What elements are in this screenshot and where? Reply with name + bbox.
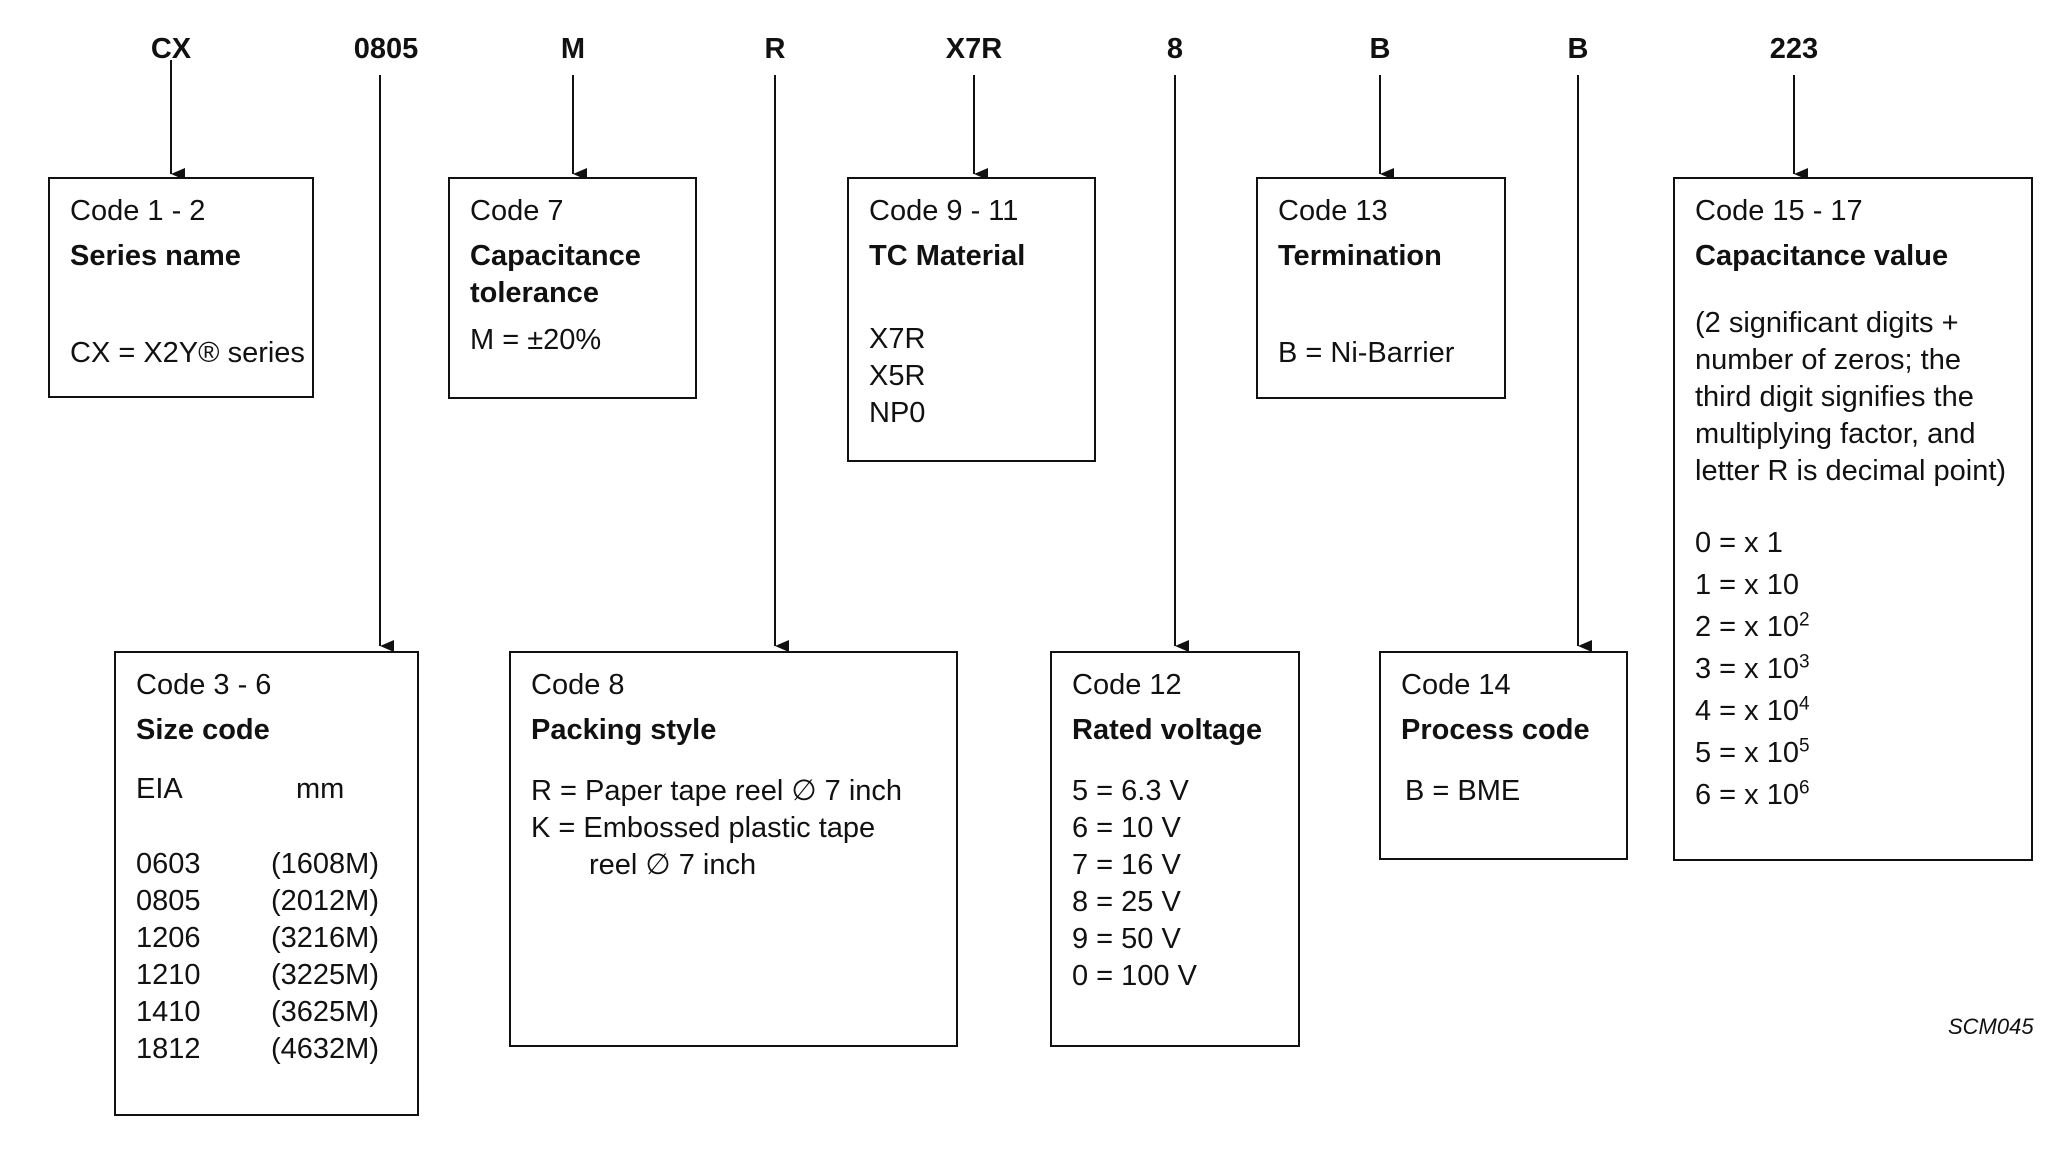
multiplier-line: 5 = x 105 [1695,735,1810,769]
box-title: Series name [70,240,241,272]
size-row: 1812(4632M) [136,1033,379,1065]
size-row: 0603(1608M) [136,848,379,880]
packing-style-box: Code 8 Packing style R = Paper tape reel… [509,651,958,1047]
box-code: Code 3 - 6 [136,669,272,701]
note-line: letter R is decimal point) [1695,455,2007,487]
box-line: M = ±20% [470,324,602,356]
multiplier-line: 4 = x 104 [1695,693,1810,727]
box-title: Size code [136,714,270,746]
box-line: B = BME [1405,775,1521,807]
code-label-8: 8 [1166,33,1184,65]
note-line: (2 significant digits + [1695,307,1959,339]
capacitance-value-box: Code 15 - 17 Capacitance value (2 signif… [1673,177,2033,861]
col-eia-header: EIA [136,773,183,805]
rated-voltage-box: Code 12 Rated voltage 5 = 6.3 V 6 = 10 V… [1050,651,1300,1047]
box-line: NP0 [869,397,926,429]
box-title: TC Material [869,240,1026,272]
termination-box: Code 13 Termination B = Ni-Barrier [1256,177,1506,399]
box-title: Termination [1278,240,1442,272]
box-line: 6 = 10 V [1072,812,1181,844]
multiplier-line: 3 = x 103 [1695,651,1810,685]
box-code: Code 9 - 11 [869,195,1019,227]
code-label-223: 223 [1769,33,1819,65]
process-code-box: Code 14 Process code B = BME [1379,651,1628,860]
note-line: third digit signifies the [1695,381,1974,413]
box-code: Code 7 [470,195,564,227]
box-line: 9 = 50 V [1072,923,1181,955]
box-line: X5R [869,360,926,392]
box-line: X7R [869,323,926,355]
box-line: B = Ni-Barrier [1278,337,1455,369]
box-code: Code 1 - 2 [70,195,206,227]
box-title: Process code [1401,714,1590,746]
figure-id: SCM045 [1948,1014,2034,1039]
note-line: multiplying factor, and [1695,418,1976,450]
box-line: 7 = 16 V [1072,849,1181,881]
multiplier-line: 1 = x 10 [1695,569,1799,601]
col-mm-header: mm [296,773,345,805]
note-line: number of zeros; the [1695,344,1961,376]
code-label-b-process: B [1567,33,1589,65]
box-line: K = Embossed plastic tape [531,812,876,844]
tc-material-box: Code 9 - 11 TC Material X7R X5R NP0 [847,177,1096,462]
box-line: 8 = 25 V [1072,886,1181,918]
code-label-0805: 0805 [353,33,419,65]
size-row: 0805(2012M) [136,885,379,917]
series-name-box: Code 1 - 2 Series name CX = X2Y® series [48,177,314,398]
box-code: Code 14 [1401,669,1511,701]
box-title: Capacitance [470,240,641,272]
size-row: 1206(3216M) [136,922,379,954]
size-header-row: EIA mm [136,771,397,808]
code-label-cx: CX [150,33,192,65]
code-label-x7r: X7R [945,33,1003,65]
box-code: Code 8 [531,669,625,701]
size-code-box: Code 3 - 6 Size code EIA mm 0603(1608M) … [114,651,419,1116]
multiplier-line: 6 = x 106 [1695,777,1810,811]
box-line: CX = X2Y® series [70,337,305,369]
box-title: Rated voltage [1072,714,1263,746]
box-line: 0 = 100 V [1072,960,1197,992]
box-code: Code 15 - 17 [1695,195,1863,227]
box-title: Packing style [531,714,717,746]
code-label-m: M [560,33,586,65]
box-line: R = Paper tape reel ∅ 7 inch [531,775,903,807]
size-row: 1410(3625M) [136,996,379,1028]
box-line: reel ∅ 7 inch [589,849,757,881]
box-code: Code 13 [1278,195,1388,227]
box-title: Capacitance value [1695,240,1949,272]
box-title: tolerance [470,277,599,309]
size-row: 1210(3225M) [136,959,379,991]
capacitance-tolerance-box: Code 7 Capacitance tolerance M = ±20% [448,177,697,399]
box-code: Code 12 [1072,669,1182,701]
box-line: 5 = 6.3 V [1072,775,1189,807]
code-label-r: R [764,33,786,65]
code-label-b-termination: B [1369,33,1391,65]
multiplier-line: 0 = x 1 [1695,527,1783,559]
multiplier-line: 2 = x 102 [1695,609,1810,643]
